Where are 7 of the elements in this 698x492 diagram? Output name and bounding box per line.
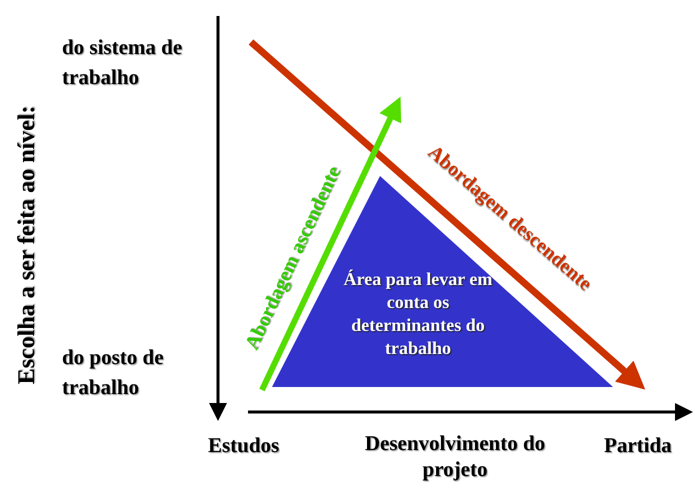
axis-label: do posto de trabalho (62, 344, 165, 401)
axis-label: Desenvolvimento do projeto (364, 430, 546, 482)
axis-title: Escolha a ser feita ao nível: (13, 106, 41, 384)
axis-label: Estudos (208, 432, 280, 459)
axis-label: Partida (604, 432, 672, 459)
area-text: Área para levar em conta os determinantes do trabalho (342, 268, 494, 360)
axis-label: do sistema de trabalho (62, 34, 184, 91)
